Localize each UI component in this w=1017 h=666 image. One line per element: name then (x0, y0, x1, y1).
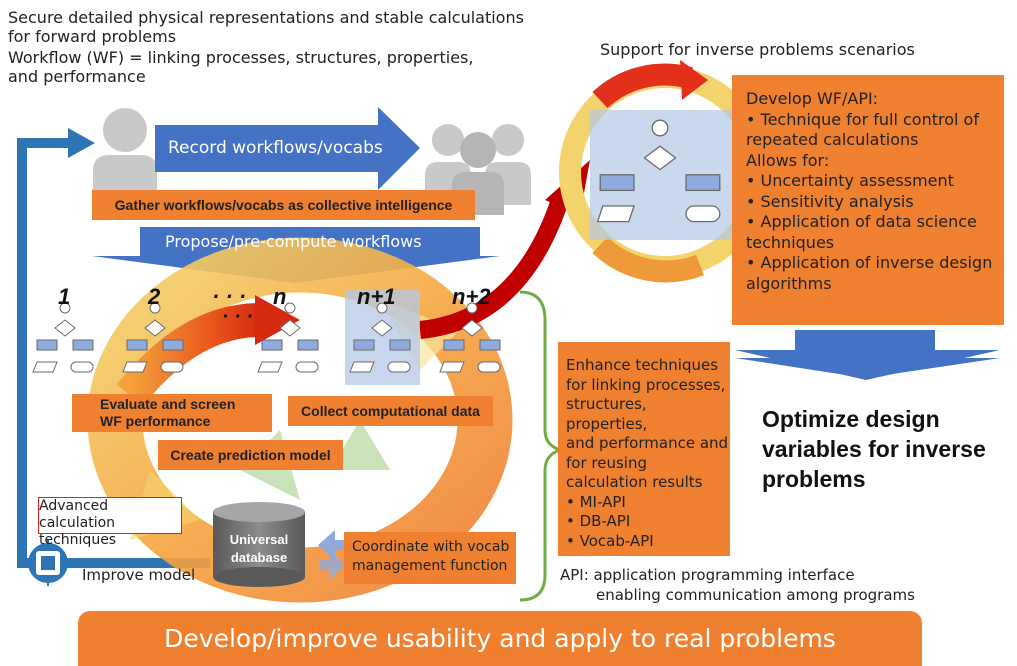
workflow-number-1: 1 (58, 284, 71, 309)
header-block: Secure detailed physical representations… (8, 8, 524, 86)
optimize-text: Optimize design variables for inverse pr… (762, 404, 986, 494)
advanced-line-1: Advanced calculation (39, 498, 116, 531)
record-arrow-shape (155, 107, 420, 190)
develop-line: Allows for: (746, 150, 830, 170)
enhance-line: • Vocab-API (566, 531, 654, 550)
evaluate-line-1: Evaluate and screen (100, 396, 236, 412)
api-note-line-1: API: application programming interface (560, 566, 855, 584)
gather-box: Gather workflows/vocabs as collective in… (92, 190, 475, 220)
enhance-brace (519, 290, 565, 602)
coordinate-line-2: management function (352, 558, 508, 574)
develop-line: Develop WF/API: (746, 89, 879, 108)
enhance-line: • DB-API (566, 512, 631, 530)
develop-line: • Sensitivity analysis (746, 191, 914, 211)
optimize-line-1: Optimize design (762, 406, 940, 432)
workflow-number-n-plus-1: n+1 (357, 284, 396, 309)
inverse-title: Support for inverse problems scenarios (600, 40, 915, 59)
header-line-2: for forward problems (8, 27, 177, 46)
header-line-3: Workflow (WF) = linking processes, struc… (8, 48, 474, 67)
enhance-line: Enhance techniques (566, 356, 719, 374)
enhance-line: for linking processes, (566, 375, 726, 394)
improve-label: Improve model (82, 566, 196, 584)
advanced-label: Advanced calculation techniques (38, 497, 182, 548)
chip-icon (25, 540, 71, 586)
database-line-2: database (230, 550, 288, 565)
enhance-line: • MI-API (566, 492, 626, 511)
advanced-line-2: techniques (39, 532, 117, 548)
coordinate-line-1: Coordinate with vocab (352, 539, 510, 555)
coordinate-box: Coordinate with vocab management functio… (344, 532, 516, 584)
optimize-line-3: problems (762, 466, 866, 492)
prediction-box: Create prediction model (158, 440, 343, 470)
develop-box: Develop WF/API: • Technique for full con… (732, 75, 1004, 325)
bottom-banner: Develop/improve usability and apply to r… (78, 611, 922, 666)
database-line-1: Universal (229, 532, 289, 547)
enhance-line: for reusing (566, 453, 647, 472)
develop-line: • Application of data science (746, 212, 977, 231)
collect-box: Collect computational data (288, 396, 493, 426)
evaluate-line-2: WF performance (100, 413, 211, 429)
record-arrow-label: Record workflows/vocabs (168, 138, 383, 158)
workflow-number-n: n (273, 284, 287, 309)
evaluate-box: Evaluate and screen WF performance (72, 394, 272, 432)
enhance-box: Enhance techniques for linking processes… (558, 342, 730, 556)
develop-line: repeated calculations (746, 130, 919, 149)
enhance-line: calculation results (566, 473, 703, 491)
workflow-number-2: 2 (148, 284, 161, 309)
screening-arrow (116, 303, 261, 406)
workflow-number-n-plus-2: n+2 (452, 284, 491, 309)
develop-line: • Application of inverse design (746, 253, 993, 272)
api-note-line-2: enabling communication among programs (596, 586, 915, 604)
develop-line: algorithms (746, 273, 832, 293)
propose-arrow-label: Propose/pre-compute workflows (165, 232, 422, 251)
double-arrow-icon (318, 530, 345, 580)
database-icon (213, 502, 305, 587)
develop-line: • Technique for full control of (746, 109, 979, 129)
workflow-ellipsis-top: · · · (212, 284, 247, 309)
database-label: Universal database (213, 531, 305, 567)
api-note: API: application programming interface e… (560, 565, 915, 605)
enhance-line: and performance and (566, 434, 729, 452)
header-line-1: Secure detailed physical representations… (8, 8, 524, 27)
optimize-line-2: variables for inverse (762, 436, 986, 462)
develop-line: techniques (746, 232, 835, 252)
enhance-line: structures, properties, (566, 395, 648, 433)
flowchart-icon (32, 119, 721, 373)
to-inverse-arrow (418, 197, 569, 339)
develop-line: • Uncertainty assessment (746, 171, 954, 190)
header-line-4: and performance (8, 67, 146, 86)
improve-loop-arrow (17, 128, 210, 568)
workflow-ellipsis-mid: · · · (222, 306, 254, 328)
